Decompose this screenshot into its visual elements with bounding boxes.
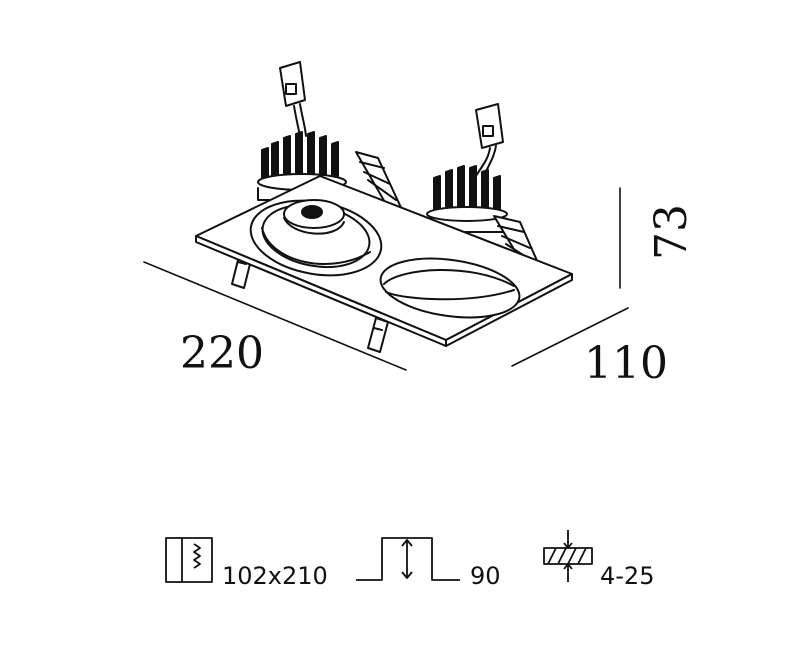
width-label: 110: [584, 338, 668, 389]
left-heatsink: [257, 131, 351, 201]
right-connector-icon: [475, 103, 504, 177]
ceiling-thickness-value: 4-25: [600, 562, 654, 590]
width-dimension-line: [511, 307, 629, 367]
recess-depth-icon: [356, 537, 460, 581]
length-dimension-line: [143, 261, 407, 371]
ceiling-thickness-icon: [543, 530, 593, 582]
cutout-value: 102x210: [222, 562, 328, 590]
height-label: 73: [646, 204, 697, 260]
trim-plate: [195, 175, 573, 347]
right-gimbal: [379, 257, 521, 319]
left-spotlight-unit: [257, 61, 351, 201]
length-label: 220: [180, 328, 264, 379]
cutout-icon: [165, 537, 213, 583]
left-gimbal: [249, 199, 383, 277]
right-spotlight-unit: [426, 103, 508, 233]
recess-depth-value: 90: [470, 562, 501, 590]
left-connector-icon: [279, 61, 307, 137]
